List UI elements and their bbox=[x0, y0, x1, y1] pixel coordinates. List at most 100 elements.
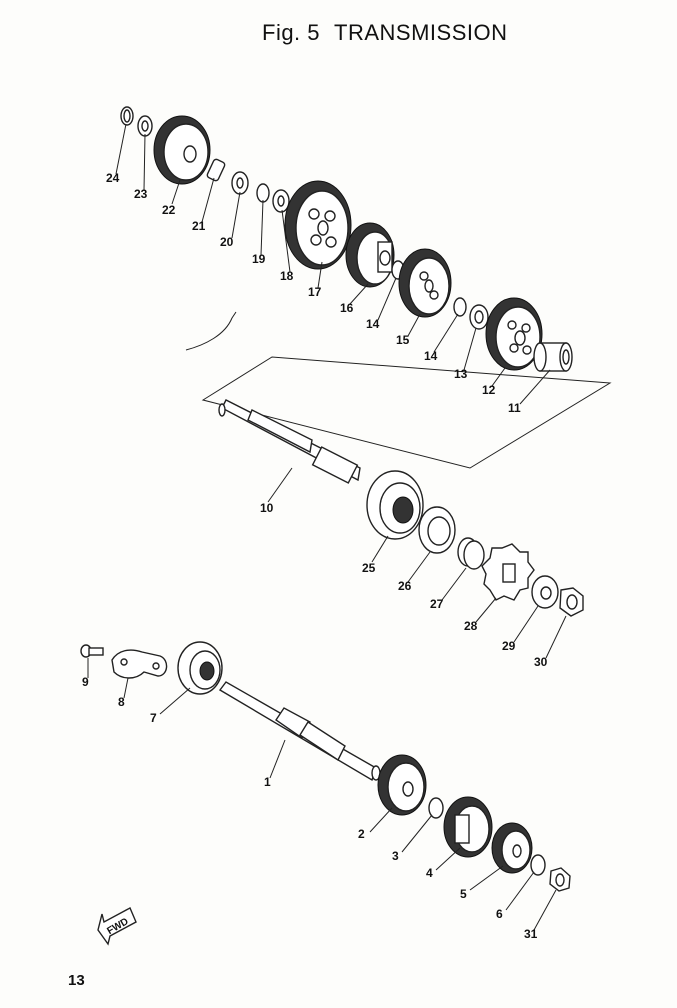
callout-28-leader bbox=[475, 597, 497, 623]
part-25-bearing bbox=[366, 470, 424, 540]
callout-15: 15 bbox=[396, 333, 410, 347]
callout-8: 8 bbox=[118, 695, 125, 709]
callout-16: 16 bbox=[340, 301, 354, 315]
callout-28: 28 bbox=[464, 619, 478, 633]
callout-2: 2 bbox=[358, 827, 365, 841]
callout-19: 19 bbox=[252, 252, 266, 266]
callout-layer: 1234567891011121314151617181920212223242… bbox=[82, 123, 567, 941]
figure-name: TRANSMISSION bbox=[334, 20, 508, 45]
callout-29: 29 bbox=[502, 639, 516, 653]
callout-13: 13 bbox=[454, 367, 468, 381]
part-27-collar bbox=[457, 537, 485, 570]
callout-15-leader bbox=[407, 313, 421, 337]
callout-16-leader bbox=[349, 283, 369, 305]
callout-17-leader bbox=[317, 261, 323, 289]
leader-curve bbox=[185, 311, 237, 351]
callout-6-leader bbox=[505, 871, 535, 911]
part-3-circlip bbox=[428, 797, 444, 819]
callout-24-leader bbox=[115, 123, 127, 175]
figure-label: Fig. 5 bbox=[262, 20, 321, 45]
callout-3-leader bbox=[401, 814, 433, 853]
part-21-key bbox=[206, 158, 226, 182]
part-15-gear bbox=[398, 248, 452, 318]
callout-13-leader bbox=[463, 327, 477, 371]
drive-axle-group bbox=[120, 106, 612, 484]
callout-27: 27 bbox=[430, 597, 444, 611]
callout-26-leader bbox=[407, 551, 431, 583]
part-31-nut bbox=[549, 867, 571, 892]
callout-1: 1 bbox=[264, 775, 271, 789]
callout-14-upper-leader bbox=[377, 277, 397, 321]
callout-4: 4 bbox=[426, 866, 433, 880]
callout-3: 3 bbox=[392, 849, 399, 863]
callout-21-leader bbox=[201, 177, 215, 223]
part-26-oil-seal bbox=[418, 506, 456, 554]
part-22-gear bbox=[153, 115, 211, 185]
callout-1-leader bbox=[269, 739, 286, 779]
callout-25-leader bbox=[371, 535, 389, 563]
callout-7: 7 bbox=[150, 711, 157, 725]
part-4-gear bbox=[443, 796, 493, 858]
callout-14-leader bbox=[433, 313, 459, 353]
callout-5: 5 bbox=[460, 887, 467, 901]
callout-22: 22 bbox=[162, 203, 176, 217]
figure-title: Fig. 5 TRANSMISSION bbox=[262, 20, 508, 46]
callout-12-leader bbox=[491, 367, 506, 387]
callout-7-leader bbox=[159, 687, 191, 715]
callout-12: 12 bbox=[482, 383, 496, 397]
part-19-circlip bbox=[256, 183, 270, 203]
callout-11-leader bbox=[519, 369, 551, 405]
callout-19-leader bbox=[260, 199, 264, 256]
callout-22-leader bbox=[171, 179, 181, 205]
part-9-screw bbox=[80, 644, 104, 658]
part-30-nut bbox=[559, 587, 584, 617]
callout-27-leader bbox=[441, 567, 467, 601]
part-6-washer bbox=[530, 854, 546, 876]
part-17-gear bbox=[284, 180, 352, 270]
callout-20-leader bbox=[231, 191, 241, 239]
page-number: 13 bbox=[68, 972, 85, 989]
callout-14-upper: 14 bbox=[366, 317, 380, 331]
part-23-washer bbox=[137, 115, 153, 137]
callout-30: 30 bbox=[534, 655, 548, 669]
part-16-gear bbox=[345, 222, 395, 288]
part-1-main-axle bbox=[218, 681, 381, 782]
callout-21: 21 bbox=[192, 219, 206, 233]
callout-5-leader bbox=[469, 865, 504, 891]
callout-24: 24 bbox=[106, 171, 120, 185]
callout-4-leader bbox=[435, 847, 461, 871]
part-18-washer bbox=[272, 189, 290, 213]
part-20-washer bbox=[231, 171, 249, 195]
callout-9: 9 bbox=[82, 675, 89, 689]
callout-18: 18 bbox=[280, 269, 294, 283]
callout-31: 31 bbox=[524, 927, 538, 941]
part-2-gear bbox=[377, 754, 427, 816]
callout-11: 11 bbox=[508, 401, 521, 415]
part-11-bushing bbox=[533, 342, 573, 372]
callout-30-leader bbox=[545, 615, 567, 659]
part-14-circlip-b bbox=[453, 297, 467, 317]
part-13-washer bbox=[469, 304, 489, 330]
callout-29-leader bbox=[513, 605, 539, 643]
part-29-lock-washer bbox=[531, 575, 559, 609]
callout-2-leader bbox=[369, 807, 393, 833]
callout-25: 25 bbox=[362, 561, 376, 575]
callout-26: 26 bbox=[398, 579, 412, 593]
callout-23: 23 bbox=[134, 187, 148, 201]
callout-20: 20 bbox=[220, 235, 234, 249]
callout-31-leader bbox=[533, 889, 557, 931]
callout-8-leader bbox=[123, 677, 129, 699]
callout-18-leader bbox=[281, 209, 291, 273]
part-7-bearing bbox=[177, 641, 223, 695]
part-5-gear bbox=[491, 822, 533, 874]
part-28-sprocket bbox=[481, 543, 535, 601]
group-outline bbox=[201, 356, 612, 469]
fwd-arrow-icon: FWD bbox=[97, 907, 137, 946]
callout-10-leader bbox=[267, 467, 293, 503]
callout-17: 17 bbox=[308, 285, 322, 299]
callout-14: 14 bbox=[424, 349, 438, 363]
callout-23-leader bbox=[143, 133, 146, 191]
part-12-gear bbox=[485, 297, 543, 371]
